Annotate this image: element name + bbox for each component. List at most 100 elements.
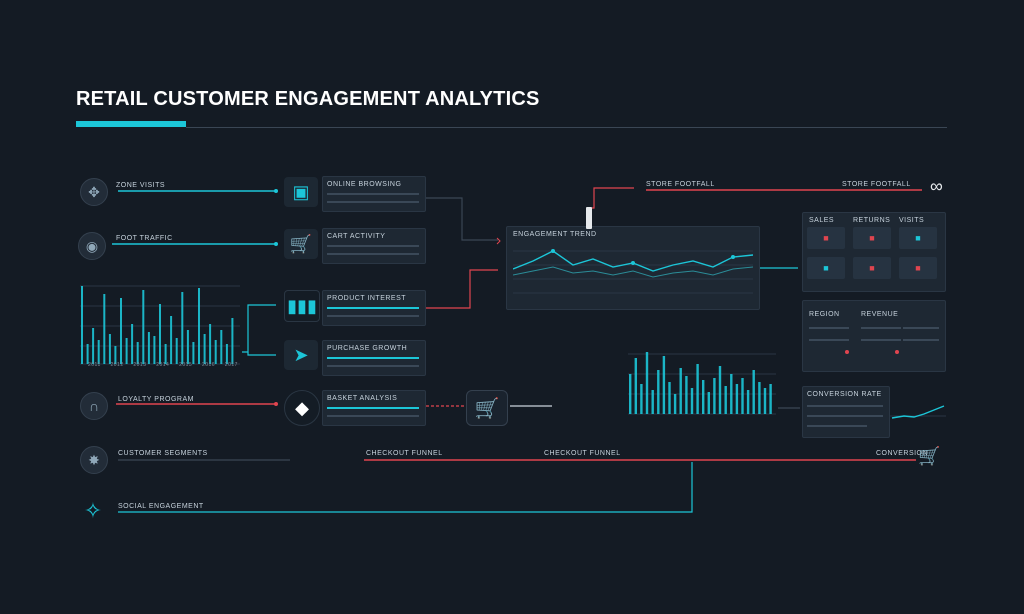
histogram-bar <box>81 286 83 364</box>
histogram-bar <box>86 344 89 364</box>
source-1-label: ZONE VISITS <box>116 182 166 189</box>
grid-tile: ■ <box>807 257 845 279</box>
source-5-label: SOCIAL ENGAGEMENT <box>118 503 204 510</box>
grid-tile: ■ <box>853 227 891 249</box>
grid-1-header-1: SALES <box>809 217 835 224</box>
mid-3-label: PRODUCT INTEREST <box>327 295 407 302</box>
grid-3-header: CONVERSION RATE <box>807 391 882 398</box>
panel-row <box>327 253 419 255</box>
source-4-label: CUSTOMER SEGMENTS <box>118 450 208 457</box>
source-4-icon: ✸ <box>80 446 108 474</box>
histogram-bar <box>735 384 739 414</box>
bottom-mid-label-2: CHECKOUT FUNNEL <box>544 450 621 457</box>
histogram-bar <box>120 298 122 364</box>
grid-2-header-2: REVENUE <box>861 311 899 318</box>
histogram-bar <box>690 388 694 414</box>
mid-2-panel: CART ACTIVITY <box>322 228 426 264</box>
histogram-bar <box>640 384 643 414</box>
mid-1-icon: ▣ <box>284 177 318 207</box>
source-3-label: LOYALTY PROGRAM <box>118 396 194 403</box>
histogram-bar <box>752 370 755 414</box>
histogram-bar <box>214 340 217 364</box>
grid-1-header-2: RETURNS <box>853 217 891 224</box>
histogram-bar <box>225 344 228 364</box>
title-divider <box>186 127 947 128</box>
mid-2-label: CART ACTIVITY <box>327 233 386 240</box>
mid-5-label: BASKET ANALYSIS <box>327 395 398 402</box>
histogram-bar <box>114 346 117 364</box>
status-dot <box>845 350 849 354</box>
grid-tile: ■ <box>899 227 937 249</box>
histogram-bar <box>707 392 710 414</box>
histogram-bar <box>164 344 167 364</box>
tick-label: 2012 <box>110 362 124 368</box>
mid-5-icon: ◆ <box>284 390 320 426</box>
histogram-bar <box>696 364 699 414</box>
grid-tile: ■ <box>853 257 891 279</box>
bottom-mid-label: CHECKOUT FUNNEL <box>366 450 443 457</box>
panel-row <box>809 339 849 341</box>
trend-chart <box>513 249 753 294</box>
panel-row <box>807 405 883 407</box>
histogram-bar <box>657 370 660 414</box>
top-label-right: STORE FOOTFALL <box>842 181 911 188</box>
panel-row <box>903 339 939 341</box>
panel-row <box>807 425 867 427</box>
top-label-left: STORE FOOTFALL <box>646 181 715 188</box>
panel-row <box>327 201 419 203</box>
histogram-bar <box>181 292 184 364</box>
histogram-bar <box>159 304 161 364</box>
source-1-icon: ✥ <box>80 178 108 206</box>
histogram-bar <box>170 316 173 364</box>
tick-label: 2016 <box>201 362 216 368</box>
left-histogram <box>80 285 240 365</box>
source-2-label: FOOT TRAFFIC <box>116 235 173 242</box>
grid-tile: ■ <box>807 227 845 249</box>
title-accent-bar <box>76 121 186 127</box>
checkout-cart-icon: 🛒 <box>918 446 941 466</box>
histogram-bar <box>702 380 705 414</box>
panel-row <box>327 315 419 317</box>
histogram-bar <box>231 318 234 364</box>
panel-row <box>327 407 419 409</box>
mid-4-panel: PURCHASE GROWTH <box>322 340 426 376</box>
mid-1-label: ONLINE BROWSING <box>327 181 402 188</box>
panel-row <box>327 415 419 417</box>
trend-label: ENGAGEMENT TREND <box>513 231 597 238</box>
histogram-bar <box>651 390 654 414</box>
source-2-icon: ◉ <box>78 232 106 260</box>
histogram-bar <box>131 324 134 364</box>
histogram-bar <box>769 384 772 414</box>
histogram-bar <box>192 342 195 364</box>
tick-label: 2011 <box>88 362 101 368</box>
mid-3-panel: PRODUCT INTEREST <box>322 290 426 326</box>
mid-2-icon: 🛒 <box>284 229 318 259</box>
panel-row <box>809 327 849 329</box>
panel-row <box>903 327 939 329</box>
histogram-bar <box>645 352 649 414</box>
histogram-bar <box>758 382 761 414</box>
histogram-bar <box>724 386 727 414</box>
histogram-bar <box>142 290 145 364</box>
panel-row <box>861 327 901 329</box>
histogram-bar <box>153 336 156 364</box>
panel-row <box>327 193 419 195</box>
mid-5-panel: BASKET ANALYSIS <box>322 390 426 426</box>
left-histogram-ticks: 2011 2012 2013 2014 2015 2016 2017 <box>88 362 238 368</box>
mid-4-icon: ➤ <box>284 340 318 370</box>
histogram-bar <box>186 330 189 364</box>
histogram-bar <box>629 374 632 414</box>
panel-row <box>327 357 419 359</box>
histogram-bar <box>741 378 744 414</box>
histogram-bar <box>763 388 767 414</box>
tick-label: 2013 <box>133 362 147 368</box>
trend-panel: ENGAGEMENT TREND <box>506 226 760 310</box>
histogram-bar <box>713 378 716 414</box>
mid-4-label: PURCHASE GROWTH <box>327 345 408 352</box>
histogram-bar <box>103 294 106 364</box>
histogram-bar <box>634 358 637 414</box>
grid-1-header-3: VISITS <box>899 217 925 224</box>
page-title: RETAIL CUSTOMER ENGAGEMENT ANALYTICS <box>76 88 540 110</box>
histogram-bar <box>685 376 688 414</box>
right-histogram <box>628 352 776 415</box>
